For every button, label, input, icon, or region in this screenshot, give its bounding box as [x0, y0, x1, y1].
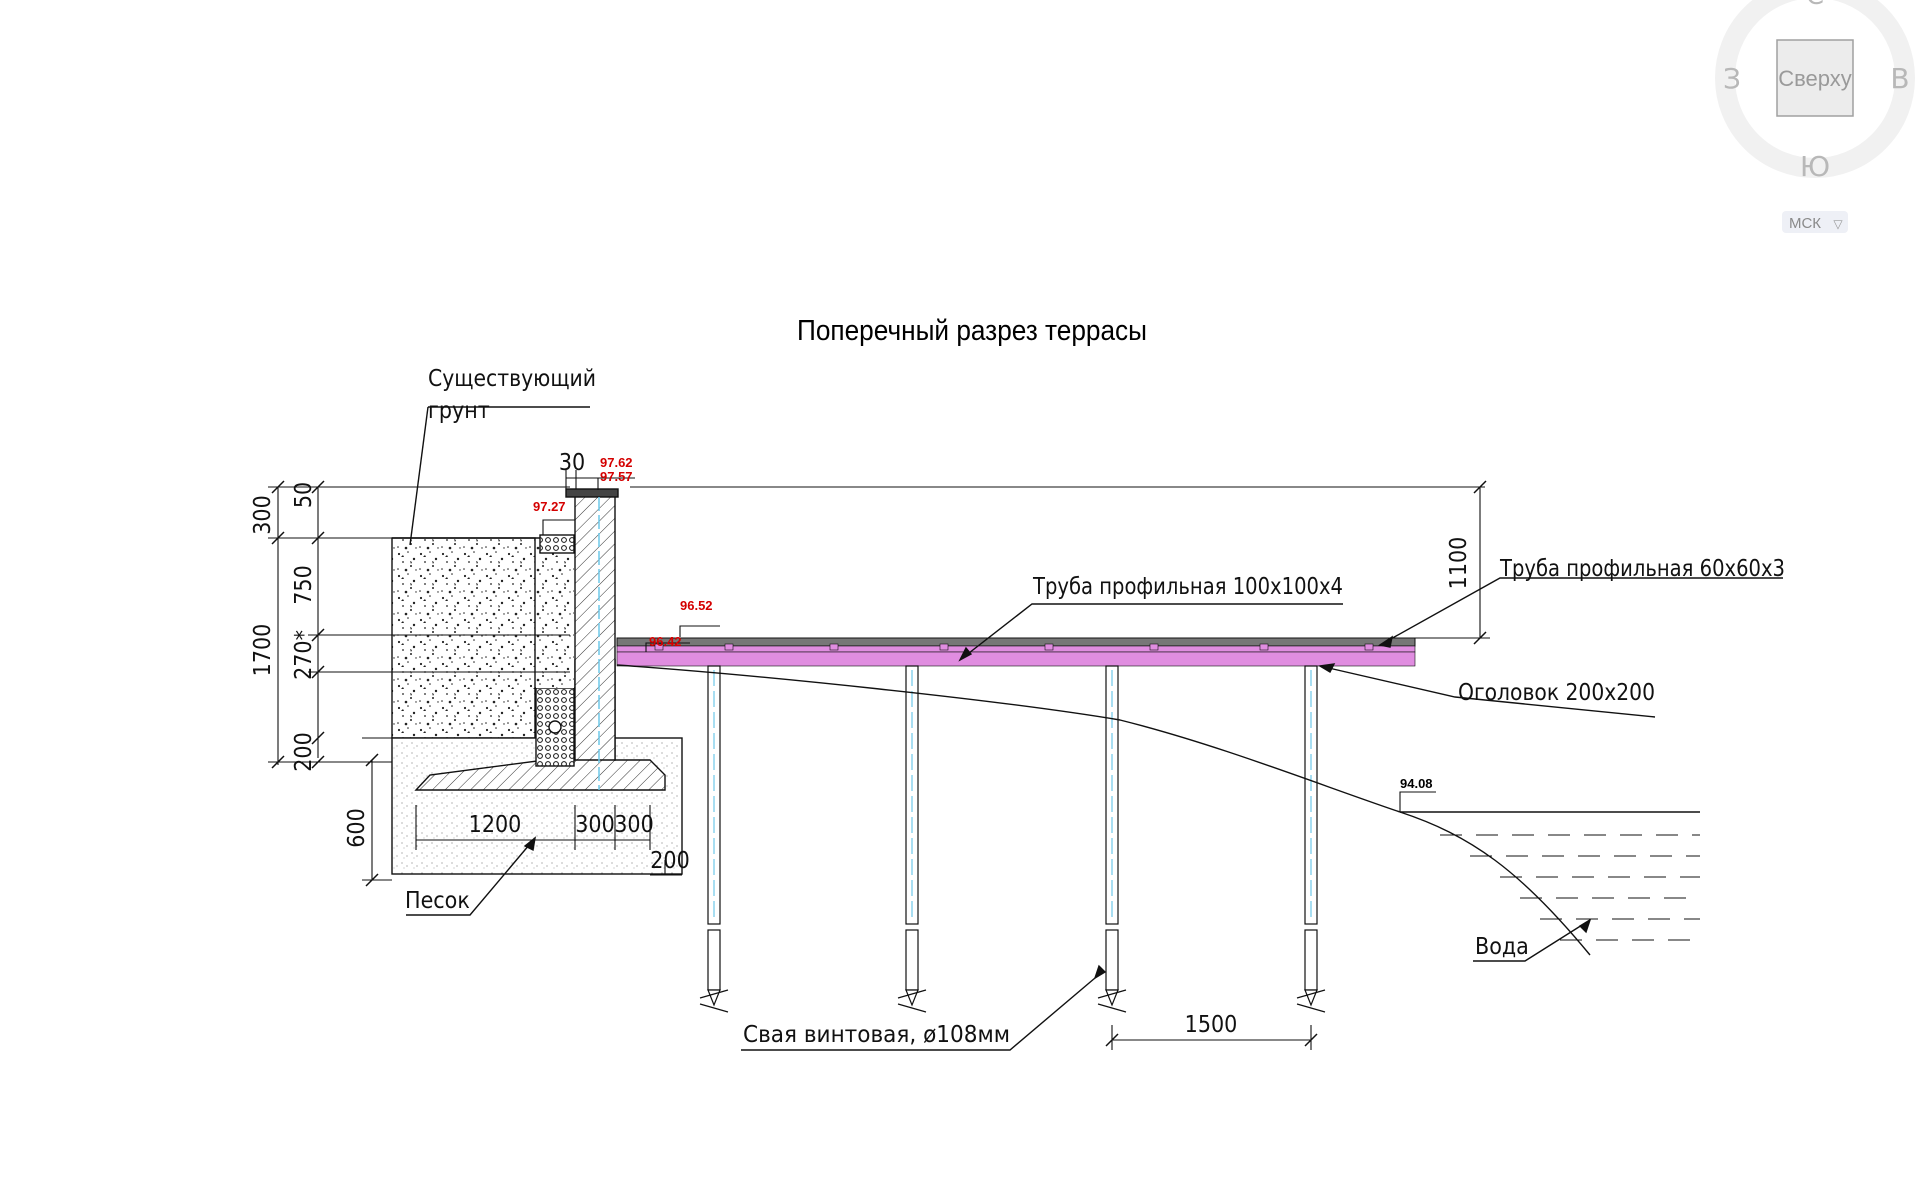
pipe-100-beam — [616, 645, 1416, 653]
viewcube[interactable]: С З В Ю Сверху МСК ▽ — [1715, 0, 1915, 233]
viewcube-south-label[interactable]: Ю — [1800, 150, 1830, 183]
deck-boards — [616, 637, 1416, 647]
dim-200b: 200 — [650, 848, 690, 874]
pipe-60-label: Труба профильная 60х60х3 — [1499, 556, 1785, 582]
level-97-57: 97.57 — [600, 469, 633, 484]
dim-300: 300 — [250, 495, 276, 535]
terrain — [616, 664, 1700, 956]
sand-label: Песок — [405, 888, 470, 914]
viewcube-top-face[interactable] — [1776, 39, 1854, 117]
dim-300b: 300 — [575, 812, 615, 838]
pile-1 — [699, 665, 729, 1013]
dim-30: 30 — [559, 450, 585, 476]
deck — [616, 637, 1416, 667]
head-beam — [616, 651, 1416, 667]
pile-label: Свая винтовая, ø108мм — [743, 1022, 1010, 1048]
level-97-62: 97.62 — [600, 455, 633, 470]
ground-line — [616, 664, 1591, 956]
pipe-100-label: Труба профильная 100х100х4 — [1032, 574, 1343, 600]
existing-soil-label-2: грунт — [428, 398, 490, 424]
dim-1100: 1100 — [1446, 537, 1472, 590]
drawing-title: Поперечный разрез террасы — [797, 315, 1147, 347]
dimension-texts: 30 300 50 750 1700 270* 200 600 1200 300… — [250, 450, 1472, 1038]
viewcube-west-label[interactable]: З — [1723, 62, 1741, 95]
pile-4 — [1296, 665, 1326, 1013]
level-texts: 97.62 97.57 97.27 96.52 96.42 94.08 — [533, 455, 1433, 791]
dim-600: 600 — [344, 808, 370, 848]
callouts: Существующий грунт Труба профильная 100х… — [405, 366, 1785, 1048]
wall-cap — [565, 488, 619, 498]
wall-stem — [574, 489, 616, 761]
pile-3 — [1097, 665, 1127, 1013]
head-label: Оголовок 200х200 — [1458, 680, 1655, 706]
water-label: Вода — [1475, 934, 1529, 960]
level-94-08: 94.08 — [1400, 776, 1433, 791]
dim-200a: 200 — [291, 732, 317, 772]
dim-1200: 1200 — [469, 812, 522, 838]
drain-pipe — [548, 720, 562, 734]
viewcube-north-label[interactable]: С — [1806, 0, 1824, 11]
piles — [699, 665, 1326, 1013]
ucs-label: МСК — [1789, 215, 1821, 232]
viewcube-east-label[interactable]: В — [1890, 62, 1909, 95]
dim-1700: 1700 — [250, 624, 276, 677]
existing-soil-label: Существующий — [428, 366, 596, 392]
level-96-42: 96.42 — [649, 634, 682, 649]
viewcube-face-label: Сверху — [1778, 66, 1852, 91]
existing-soil-fill — [391, 537, 536, 739]
retaining-wall — [391, 488, 683, 875]
pile-2 — [897, 665, 927, 1013]
viewcube-ring[interactable] — [1715, 0, 1915, 178]
level-97-27: 97.27 — [533, 499, 566, 514]
level-marks — [542, 477, 1436, 812]
dim-1500: 1500 — [1185, 1012, 1238, 1038]
level-96-52: 96.52 — [680, 598, 713, 613]
dim-300c: 300 — [614, 812, 654, 838]
ucs-dropdown-icon[interactable]: ▽ — [1833, 217, 1843, 231]
dim-750: 750 — [291, 565, 317, 605]
dim-50: 50 — [291, 482, 317, 508]
leader-lines — [406, 406, 1783, 1051]
ucs-menu[interactable]: МСК ▽ — [1782, 211, 1848, 233]
dimension-lines — [268, 470, 1490, 1050]
dim-270: 270* — [291, 630, 317, 680]
